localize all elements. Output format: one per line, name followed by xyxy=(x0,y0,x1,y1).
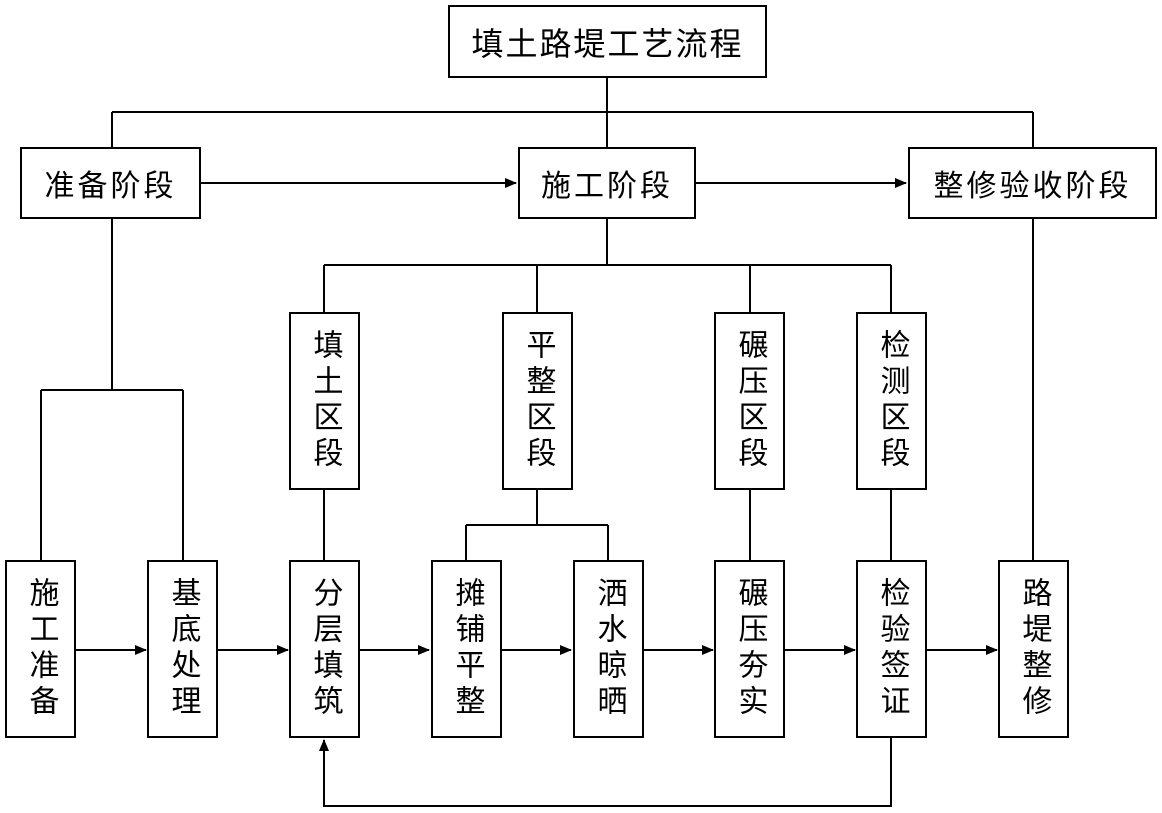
phase-construction-box: 施工阶段 xyxy=(518,147,696,219)
step-spread-level-box: 摊铺平整 xyxy=(431,560,502,738)
step-embankment-repair-box: 路堤整修 xyxy=(998,560,1069,738)
step-compaction-box: 碾压夯实 xyxy=(714,560,785,738)
step-inspection-box: 检验签证 xyxy=(856,560,927,738)
step-base-treatment-box: 基底处理 xyxy=(147,560,218,738)
section-fill-box: 填土区段 xyxy=(289,312,360,490)
step-water-dry-box: 洒水晾晒 xyxy=(573,560,644,738)
step-layered-fill-box: 分层填筑 xyxy=(289,560,360,738)
diagram-title: 填土路堤工艺流程 xyxy=(448,5,767,78)
section-level-box: 平整区段 xyxy=(502,312,573,490)
phase-acceptance-box: 整修验收阶段 xyxy=(908,147,1157,219)
feedback-loop-line xyxy=(319,738,892,807)
section-compact-box: 碾压区段 xyxy=(714,312,785,490)
phase-prep-box: 准备阶段 xyxy=(20,147,201,219)
section-test-box: 检测区段 xyxy=(856,312,927,490)
step-construction-prep-box: 施工准备 xyxy=(5,560,76,738)
